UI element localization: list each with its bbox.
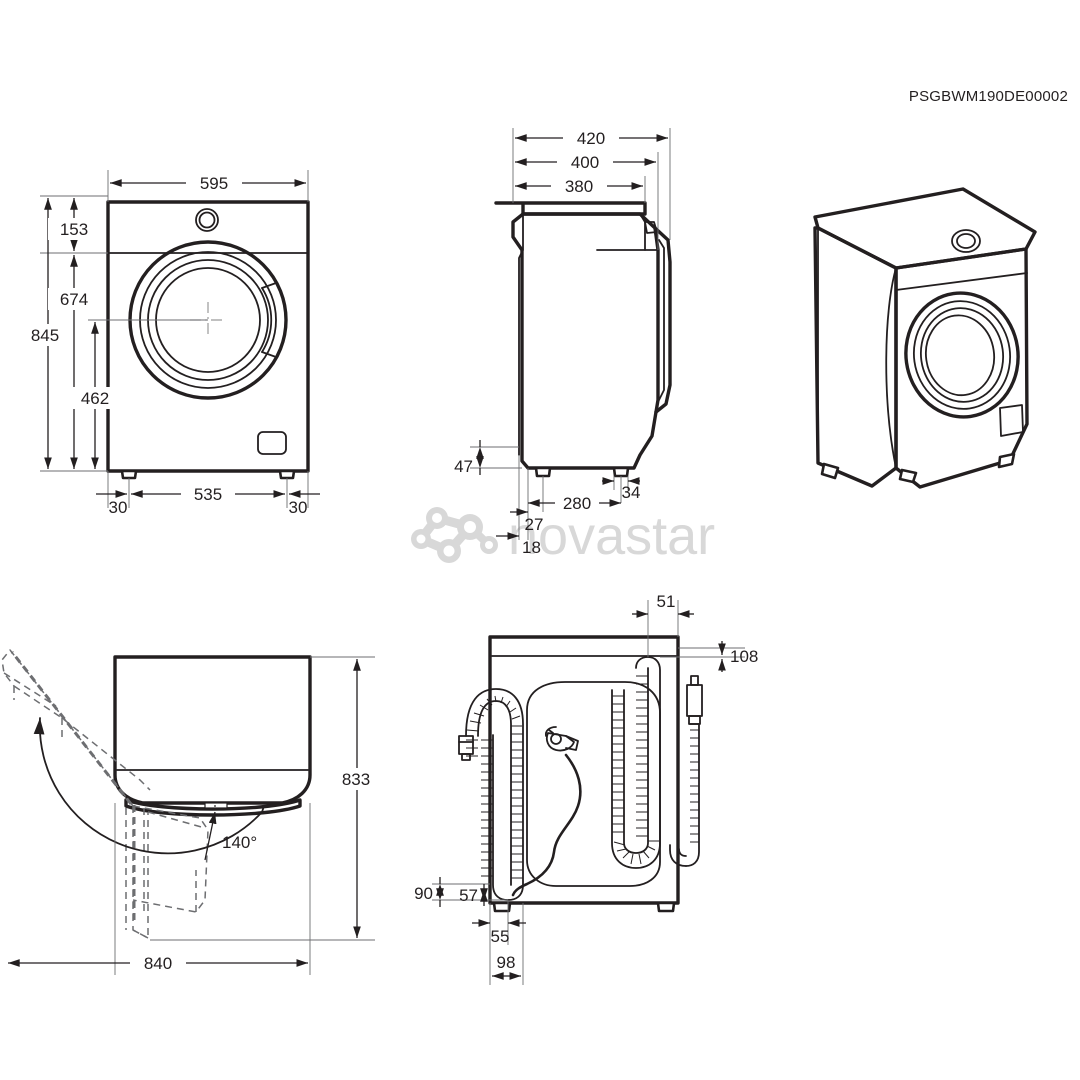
side-foot-width-dimension: 34 <box>622 483 641 502</box>
novastar-watermark: novastar <box>411 506 715 566</box>
front-body-height-dimension: 674 <box>60 290 88 309</box>
drain-hose-offset-a-dimension: 55 <box>491 927 510 946</box>
front-door-centre-height-dimension: 462 <box>81 389 109 408</box>
drain-hose-height-a-dimension: 90 <box>414 884 433 903</box>
side-depth-max-dimension: 420 <box>577 129 605 148</box>
side-foot-rear-offset-dimension: 18 <box>522 538 541 557</box>
front-foot-span-dimension: 535 <box>194 485 222 504</box>
front-total-height-dimension: 845 <box>31 326 59 345</box>
front-elevation-view: 595 845 674 153 462 535 30 30 <box>20 170 320 517</box>
drain-hose-offset-b-dimension: 98 <box>497 953 516 972</box>
front-width-dimension: 595 <box>200 174 228 193</box>
door-swing-total-dimension: 840 <box>144 954 172 973</box>
front-foot-left-inset-dimension: 30 <box>109 498 128 517</box>
side-elevation-view: 420 400 380 47 280 34 27 <box>454 126 672 557</box>
inlet-hose <box>611 656 703 869</box>
watermark-text: novastar <box>508 506 715 566</box>
drain-hose-height-b-dimension: 57 <box>459 886 478 905</box>
side-depth-mid-dimension: 400 <box>571 153 599 172</box>
front-foot-right-inset-dimension: 30 <box>289 498 308 517</box>
side-foot-front-offset-dimension: 27 <box>525 515 544 534</box>
isometric-view <box>813 187 1037 489</box>
side-depth-body-dimension: 380 <box>565 177 593 196</box>
side-plinth-height-dimension: 47 <box>454 457 473 476</box>
part-number-label: PSGBWM190DE00002 <box>908 88 1068 105</box>
door-swing-depth-dimension: 833 <box>342 770 370 789</box>
inlet-hose-top-dimension: 108 <box>730 647 758 666</box>
power-cord <box>511 726 582 897</box>
door-swing-plan-view: 140° 833 840 <box>1 649 382 975</box>
drain-hose <box>458 688 524 901</box>
front-panel-height-dimension: 153 <box>60 220 88 239</box>
side-foot-span-dimension: 280 <box>563 494 591 513</box>
rear-elevation-view: 51 108 90 57 55 98 <box>414 592 758 985</box>
novastar-logo-icon <box>411 507 498 563</box>
door-opening-angle-dimension: 140° <box>222 833 257 852</box>
inlet-hose-offset-dimension: 51 <box>657 592 676 611</box>
